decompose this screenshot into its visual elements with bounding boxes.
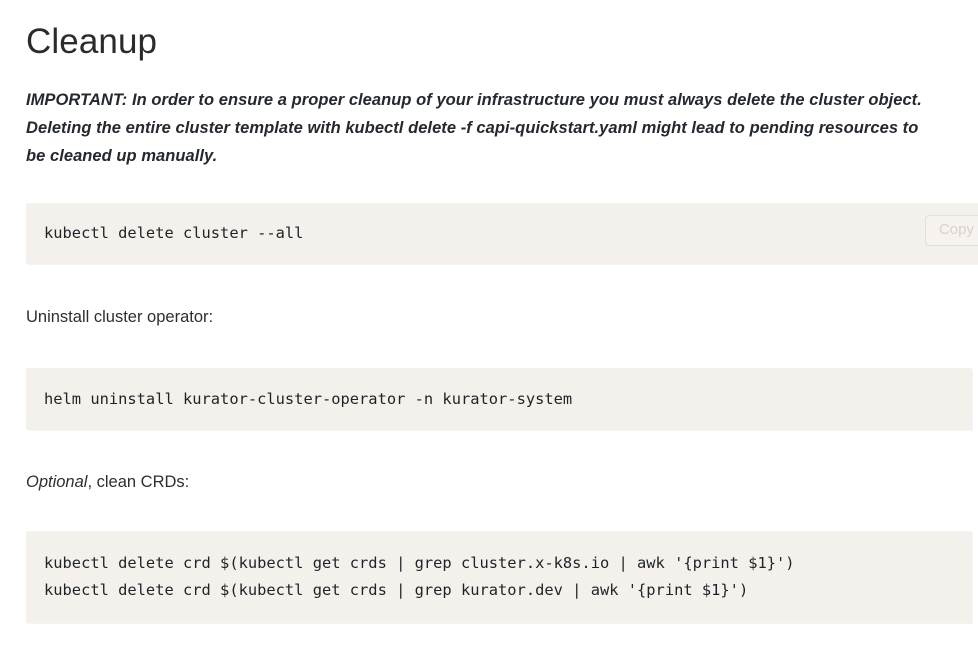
code-line: helm uninstall kurator-cluster-operator … [44,389,573,408]
optional-emphasis: Optional [26,473,88,491]
code-line: kubectl delete cluster --all [44,224,304,242]
code-block-helm-uninstall: helm uninstall kurator-cluster-operator … [26,368,972,430]
code-block-2-body: helm uninstall kurator-cluster-operator … [44,368,972,430]
optional-clean-crds-label: Optional, clean CRDs: [26,470,189,494]
code-block-1-body: kubectl delete cluster --all [44,203,978,264]
code-block-3-body: kubectl delete crd $(kubectl get crds | … [44,531,972,623]
code-line: kubectl delete crd $(kubectl get crds | … [44,581,749,599]
important-notice: IMPORTANT: In order to ensure a proper c… [26,91,922,165]
code-block-delete-crds: kubectl delete crd $(kubectl get crds | … [26,531,972,623]
page-title: Cleanup [26,22,158,61]
copy-button[interactable]: Copy [924,215,978,246]
code-line: kubectl delete crd $(kubectl get crds | … [44,554,795,572]
uninstall-cluster-operator-label: Uninstall cluster operator: [26,308,214,326]
optional-rest: , clean CRDs: [87,473,190,491]
code-block-delete-cluster: kubectl delete cluster --all Copy [26,203,978,264]
